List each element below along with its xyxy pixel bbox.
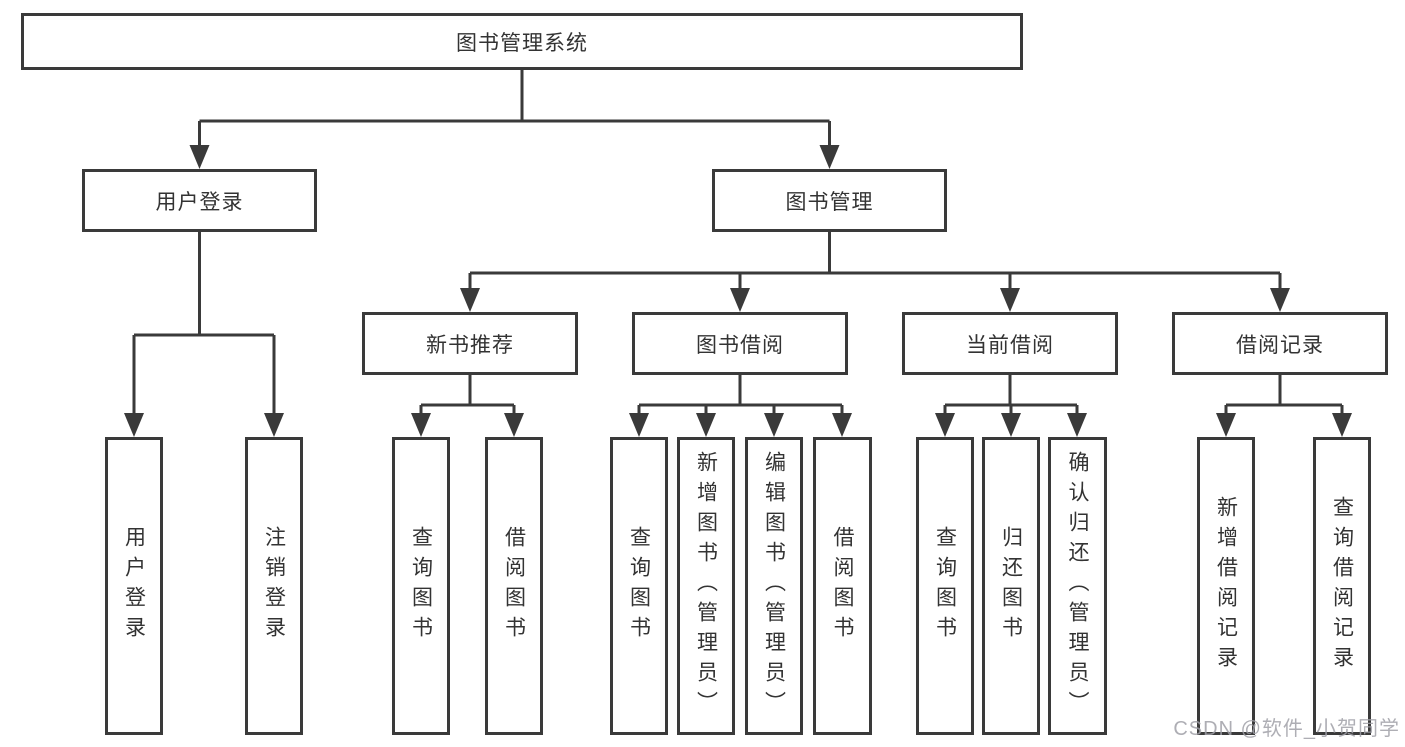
node-leaf-search-book-recommend: 查询图书 [392, 437, 450, 735]
arrowhead-book-management [819, 145, 840, 169]
node-leaf-search-book-borrow-label: 查询图书 [627, 526, 651, 646]
node-leaf-logout-label: 注销登录 [262, 526, 286, 646]
connector-borrow-record-to-leaves [1224, 375, 1344, 420]
node-leaf-confirm-return-admin: 确认归还（管理员） [1048, 437, 1107, 735]
node-leaf-add-book-admin-label: 新增图书（管理员） [694, 451, 718, 721]
node-leaf-search-book-borrow: 查询图书 [610, 437, 668, 735]
node-library-management-system: 图书管理系统 [21, 13, 1023, 70]
arrowhead-leaf-search-book-borrow [629, 413, 649, 437]
arrowhead-borrow-record [1270, 288, 1290, 312]
node-leaf-search-borrow-record-label: 查询借阅记录 [1330, 496, 1354, 676]
node-leaf-search-book-recommend-label: 查询图书 [409, 526, 433, 646]
node-book-management: 图书管理 [712, 169, 947, 232]
node-book-borrow-label: 图书借阅 [696, 333, 784, 357]
node-leaf-user-login-label: 用户登录 [122, 526, 146, 646]
connector-current-borrow-to-leaves [943, 375, 1079, 420]
node-borrow-record-label: 借阅记录 [1236, 333, 1324, 357]
arrowhead-leaf-edit-book-admin [764, 413, 784, 437]
node-leaf-add-borrow-record-label: 新增借阅记录 [1214, 496, 1238, 676]
node-new-book-recommend-label: 新书推荐 [426, 333, 514, 357]
arrowhead-user-login [189, 145, 210, 169]
arrowhead-leaf-user-login [124, 413, 144, 437]
node-user-login-label: 用户登录 [155, 190, 244, 214]
node-leaf-add-borrow-record: 新增借阅记录 [1197, 437, 1255, 735]
node-book-borrow: 图书借阅 [632, 312, 848, 375]
node-leaf-search-borrow-record: 查询借阅记录 [1313, 437, 1371, 735]
connector-new-book-recommend-to-leaves [419, 375, 516, 420]
node-leaf-edit-book-admin: 编辑图书（管理员） [745, 437, 803, 735]
node-leaf-add-book-admin: 新增图书（管理员） [677, 437, 735, 735]
arrowhead-current-borrow [1000, 288, 1020, 312]
csdn-watermark: CSDN @软件_小贺同学 [1173, 718, 1400, 740]
arrowhead-leaf-logout [264, 413, 284, 437]
node-user-login: 用户登录 [82, 169, 317, 232]
node-leaf-return-book-label: 归还图书 [999, 526, 1023, 646]
node-current-borrow-label: 当前借阅 [966, 333, 1054, 357]
node-borrow-record: 借阅记录 [1172, 312, 1388, 375]
connector-root-to-level2 [198, 70, 831, 150]
node-leaf-user-login: 用户登录 [105, 437, 163, 735]
arrowhead-leaf-search-book-current [935, 413, 955, 437]
node-new-book-recommend: 新书推荐 [362, 312, 578, 375]
node-leaf-borrow-book-recommend: 借阅图书 [485, 437, 543, 735]
arrowhead-leaf-borrow-book-borrow [832, 413, 852, 437]
arrowhead-leaf-add-borrow-record [1216, 413, 1236, 437]
arrowhead-new-book-recommend [460, 288, 480, 312]
node-current-borrow: 当前借阅 [902, 312, 1118, 375]
arrowhead-leaf-search-book-recommend [411, 413, 431, 437]
arrowhead-leaf-add-book-admin [696, 413, 716, 437]
connector-book-borrow-to-leaves [637, 375, 844, 420]
node-leaf-borrow-book-borrow: 借阅图书 [813, 437, 872, 735]
connector-book-management-to-level3 [468, 232, 1282, 293]
node-leaf-search-book-current-label: 查询图书 [933, 526, 957, 646]
node-leaf-return-book: 归还图书 [982, 437, 1040, 735]
node-leaf-edit-book-admin-label: 编辑图书（管理员） [762, 451, 786, 721]
arrowhead-leaf-search-borrow-record [1332, 413, 1352, 437]
node-leaf-search-book-current: 查询图书 [916, 437, 974, 735]
node-leaf-borrow-book-recommend-label: 借阅图书 [502, 526, 526, 646]
node-leaf-logout: 注销登录 [245, 437, 303, 735]
node-library-management-system-label: 图书管理系统 [456, 31, 588, 55]
arrowhead-leaf-return-book [1001, 413, 1021, 437]
connector-user-login-to-leaves [132, 232, 276, 420]
arrowhead-book-borrow [730, 288, 750, 312]
arrowhead-leaf-confirm-return-admin [1067, 413, 1087, 437]
node-leaf-borrow-book-borrow-label: 借阅图书 [831, 526, 854, 646]
node-book-management-label: 图书管理 [785, 190, 874, 214]
node-leaf-confirm-return-admin-label: 确认归还（管理员） [1066, 451, 1089, 721]
arrowhead-leaf-borrow-book-recommend [504, 413, 524, 437]
